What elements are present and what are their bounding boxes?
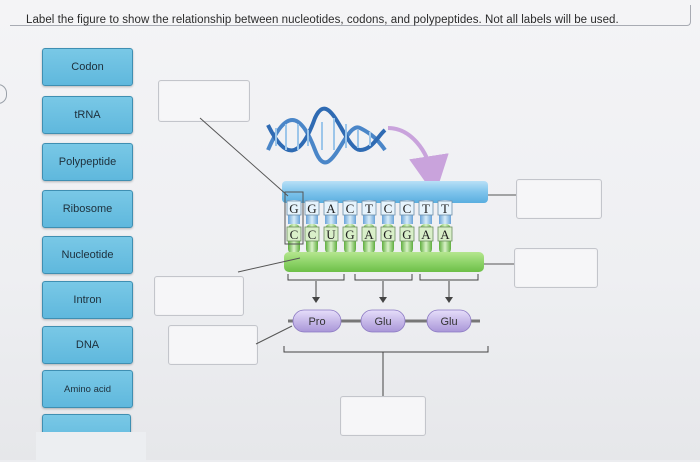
drop-target-6[interactable] bbox=[340, 396, 426, 436]
drop-target-3[interactable] bbox=[514, 248, 598, 288]
dna-sequence: G G A C T C C T T bbox=[289, 201, 449, 216]
dna-base: T bbox=[422, 201, 430, 216]
dna-strand-bar bbox=[282, 181, 488, 203]
rna-base: A bbox=[364, 227, 374, 242]
dna-base: C bbox=[403, 201, 412, 216]
dna-base: C bbox=[346, 201, 355, 216]
amino-acid-pill bbox=[360, 309, 406, 333]
label-trna[interactable]: tRNA bbox=[42, 96, 133, 134]
amino-acid-pill bbox=[292, 309, 342, 333]
drop-target-1[interactable] bbox=[158, 80, 250, 122]
label-intron[interactable]: Intron bbox=[42, 281, 133, 319]
question-instructions: Label the figure to show the relationshi… bbox=[26, 14, 619, 26]
dna-helix-icon bbox=[266, 106, 387, 165]
rna-base: G bbox=[402, 227, 411, 242]
amino-acid-pill bbox=[426, 309, 472, 333]
dna-base: T bbox=[365, 201, 373, 216]
dna-base: G bbox=[307, 201, 316, 216]
label-codon[interactable]: Codon bbox=[42, 48, 133, 86]
question-frame bbox=[10, 5, 691, 26]
label-ribosome[interactable]: Ribosome bbox=[42, 190, 133, 228]
amino-acid-label: Glu bbox=[374, 316, 391, 328]
label-amino-acid[interactable]: Amino acid bbox=[42, 370, 133, 408]
amino-acid-label: Pro bbox=[308, 316, 325, 328]
leader-lines bbox=[199, 117, 516, 345]
mrna-strand-bar bbox=[284, 252, 484, 272]
drop-target-4[interactable] bbox=[154, 276, 244, 316]
rna-base: C bbox=[308, 227, 317, 242]
rna-base: A bbox=[440, 227, 450, 242]
dna-base: T bbox=[441, 201, 449, 216]
rna-base: A bbox=[421, 227, 431, 242]
polypeptide-bracket bbox=[283, 346, 489, 396]
codon-brackets bbox=[287, 274, 479, 300]
codon-highlight bbox=[284, 191, 304, 245]
rna-base: G bbox=[345, 227, 354, 242]
drop-target-2[interactable] bbox=[516, 179, 602, 219]
down-arrow-icons bbox=[312, 297, 453, 303]
drop-target-5[interactable] bbox=[168, 325, 258, 365]
transcription-arrow-icon bbox=[387, 126, 449, 196]
rna-sequence: C C U G A G G A A bbox=[290, 227, 451, 242]
dna-base: A bbox=[326, 201, 336, 216]
label-polypeptide[interactable]: Polypeptide bbox=[42, 143, 133, 181]
rna-base: C bbox=[290, 227, 299, 242]
rna-base: U bbox=[326, 227, 336, 242]
amino-acid-label: Glu bbox=[440, 316, 457, 328]
dna-base: C bbox=[384, 201, 393, 216]
label-bank-clip bbox=[36, 432, 146, 462]
label-nucleotide[interactable]: Nucleotide bbox=[42, 236, 133, 274]
rna-letter-tiles bbox=[286, 226, 453, 242]
label-dna[interactable]: DNA bbox=[42, 326, 133, 364]
amino-acid-chain: Pro Glu Glu bbox=[292, 309, 472, 333]
dna-base: G bbox=[289, 201, 298, 216]
dna-letter-tiles bbox=[286, 200, 453, 216]
rna-base: G bbox=[383, 227, 392, 242]
